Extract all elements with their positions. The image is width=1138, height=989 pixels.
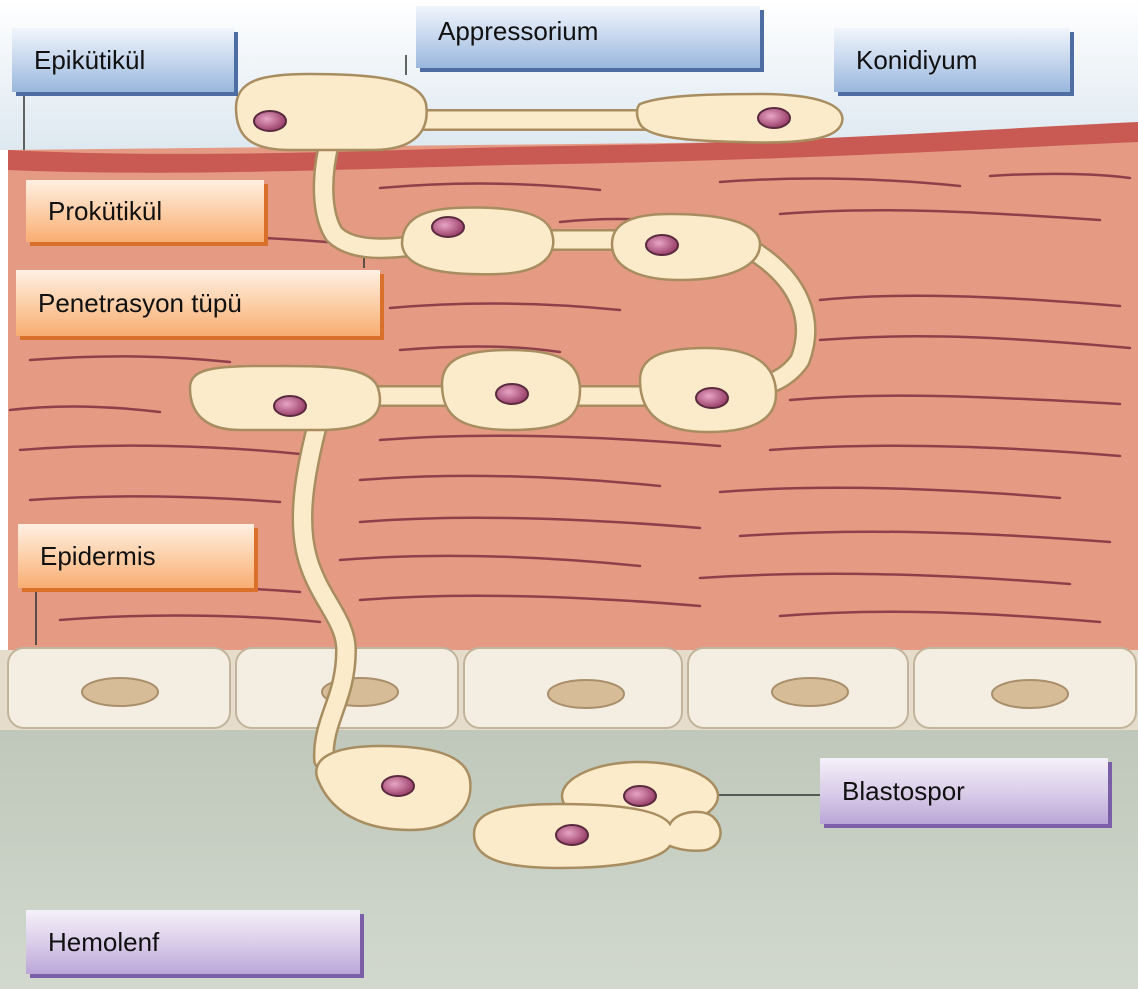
conidium-cell (637, 94, 842, 142)
epidermis-layer (0, 648, 1138, 730)
label-epidermis: Epidermis (18, 524, 254, 588)
label-prokutikul: Prokütikül (26, 180, 264, 242)
epidermis-nucleus (772, 678, 848, 706)
nucleus-icon (696, 388, 728, 408)
nucleus-icon (758, 108, 790, 128)
label-epikutikul: Epikütikül (12, 28, 234, 92)
label-konidiyum: Konidiyum (834, 28, 1070, 92)
epidermis-nucleus (82, 678, 158, 706)
nucleus-icon (274, 396, 306, 416)
hyphal-body (402, 208, 553, 275)
nucleus-icon (432, 217, 464, 237)
nucleus-icon (382, 776, 414, 796)
epidermis-nucleus (548, 680, 624, 708)
hyphal-body (612, 214, 760, 280)
nucleus-icon (496, 384, 528, 404)
nucleus-icon (646, 235, 678, 255)
nucleus-icon (624, 786, 656, 806)
label-blastospor: Blastospor (820, 758, 1108, 824)
nucleus-icon (556, 825, 588, 845)
label-hemolenf: Hemolenf (26, 910, 360, 974)
label-appressorium: Appressorium (416, 6, 760, 68)
label-penetrasyon-tupu: Penetrasyon tüpü (16, 270, 380, 336)
nucleus-icon (254, 111, 286, 131)
epidermis-nucleus (992, 680, 1068, 708)
